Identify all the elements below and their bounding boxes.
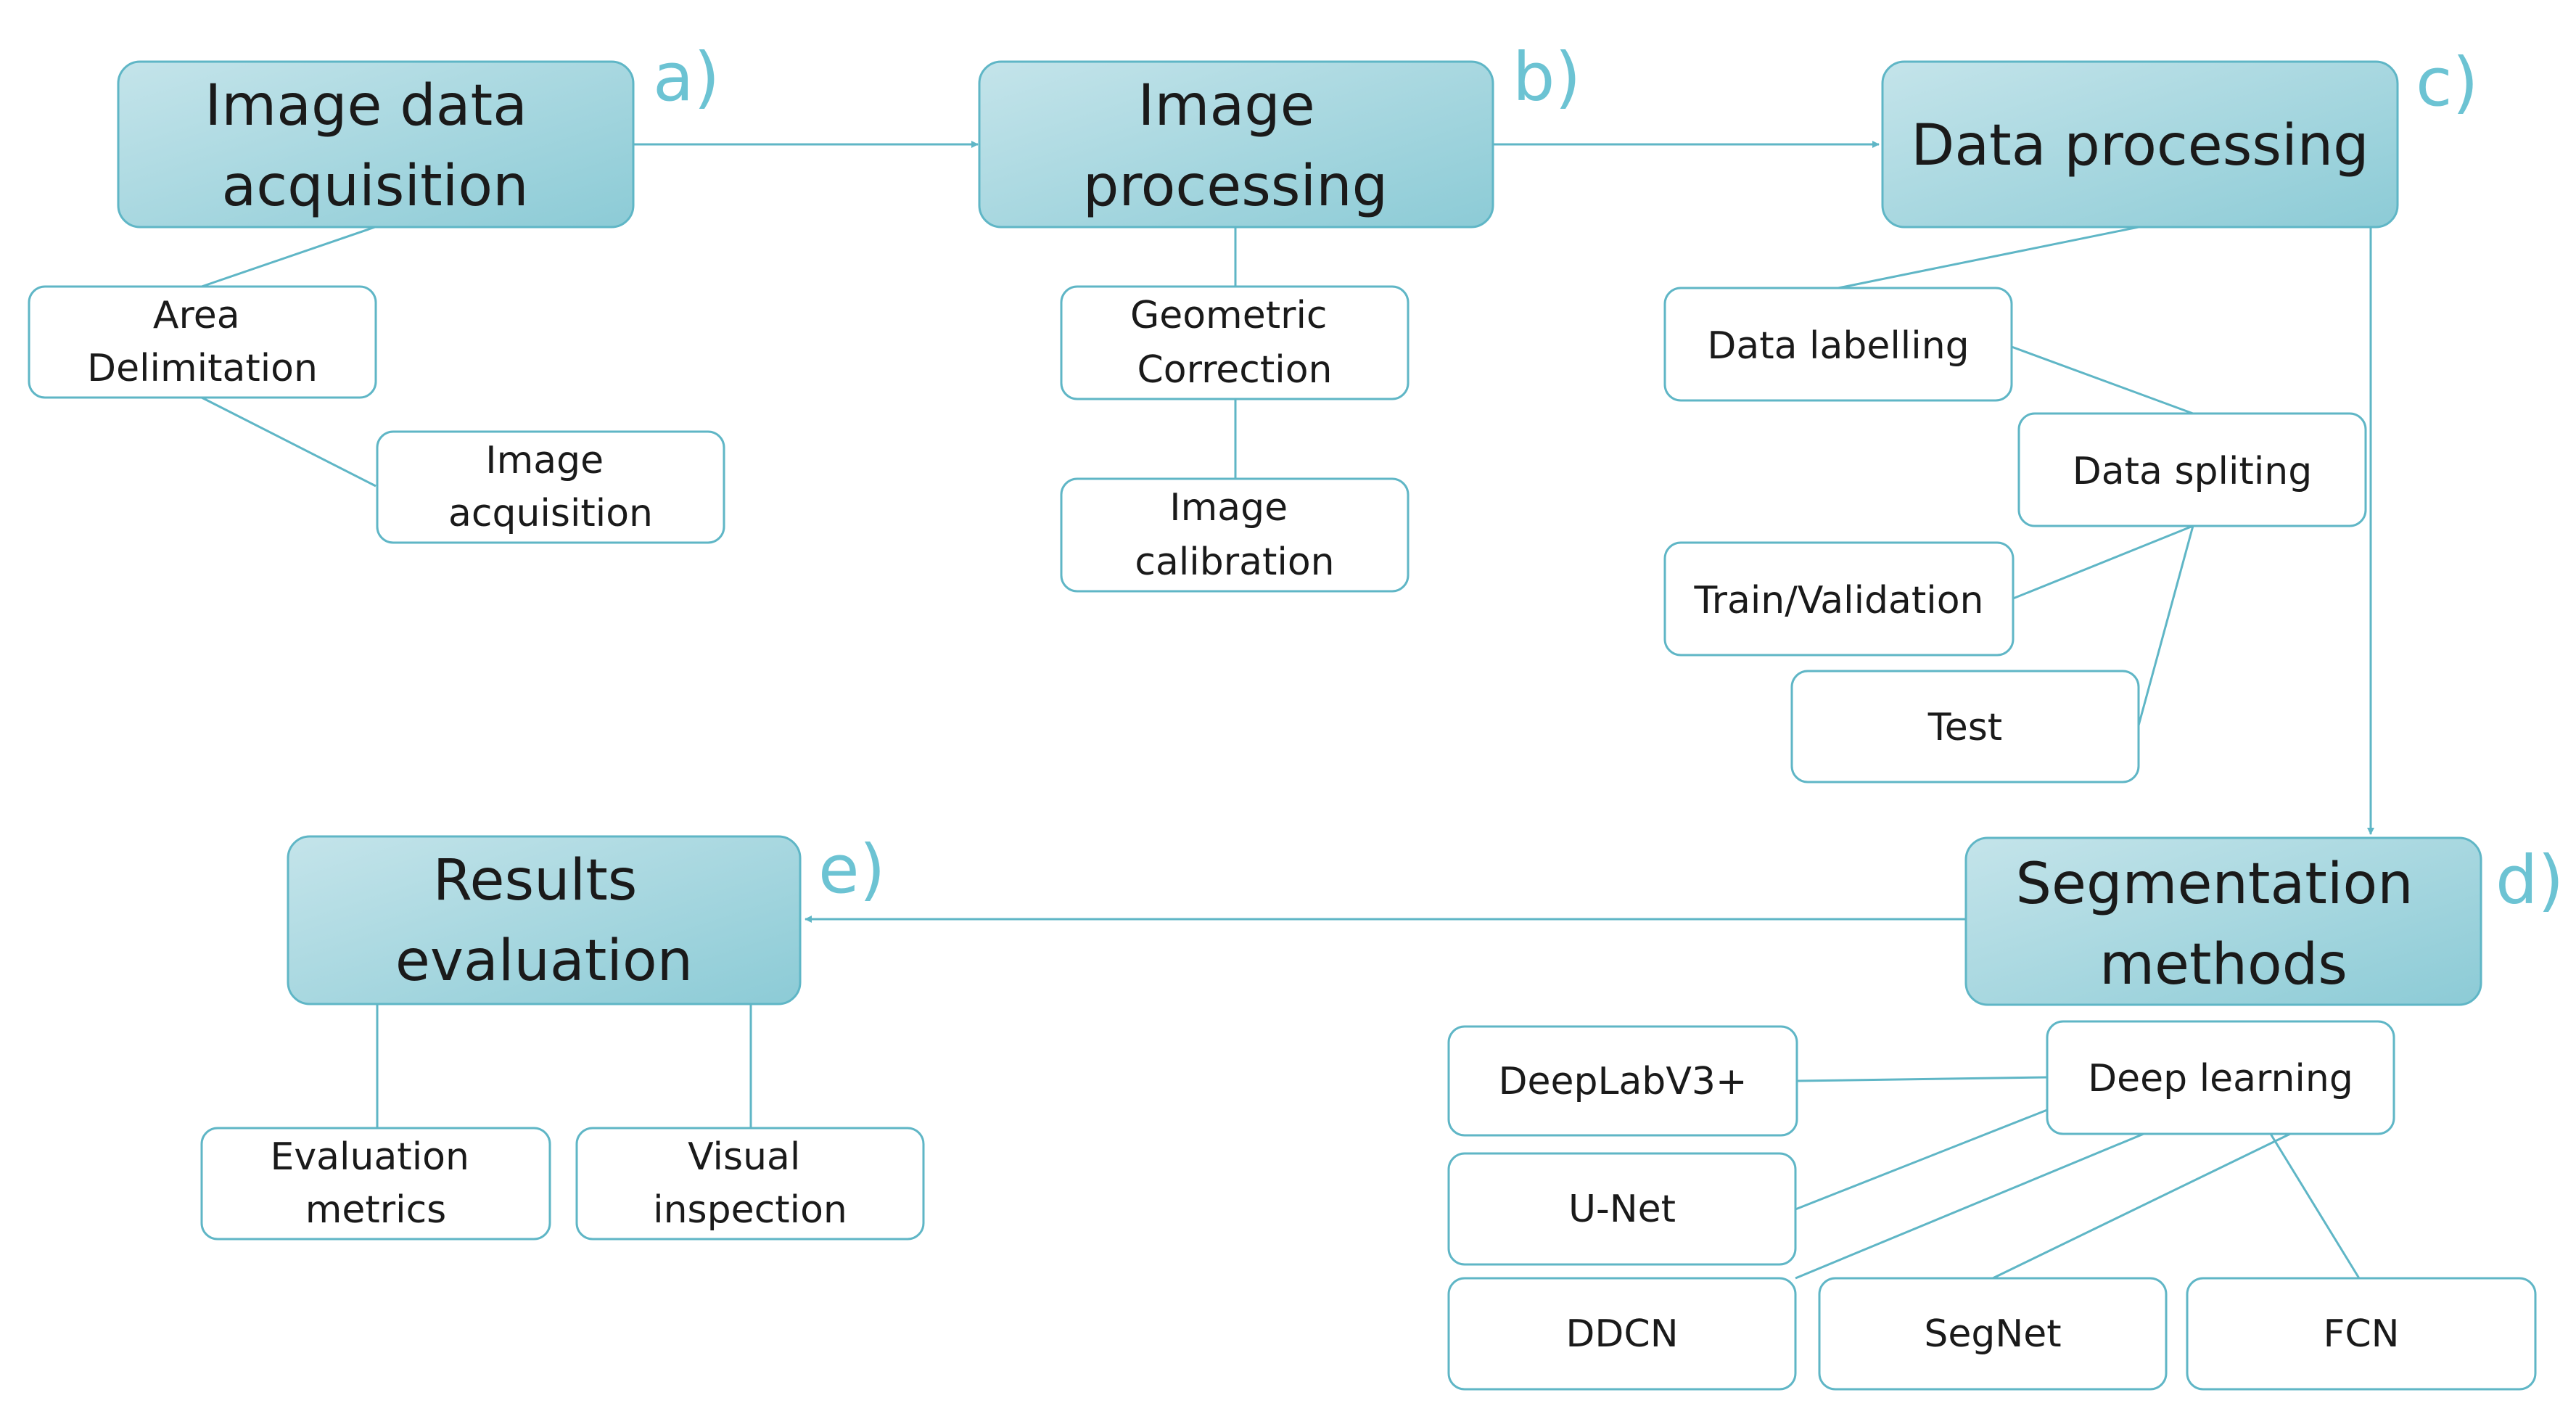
link-dl-fcn <box>2269 1133 2361 1279</box>
svg-text:U-Net: U-Net <box>1568 1188 1676 1231</box>
stage-e-label: Results evaluation <box>395 848 693 994</box>
sub-evaluation-metrics: Evaluation metrics <box>200 1127 551 1241</box>
link-dl-unet <box>1795 1108 2048 1211</box>
svg-text:Image calibration: Image calibration <box>1135 486 1334 584</box>
sub-segnet: SegNet <box>1818 1277 2168 1391</box>
stage-a-label: Image data acquisition <box>205 73 546 219</box>
stage-results-evaluation: Results evaluation <box>287 835 802 1005</box>
svg-text:FCN: FCN <box>2323 1312 2399 1356</box>
svg-text:Deep learning: Deep learning <box>2088 1057 2353 1101</box>
sub-data-spliting: Data spliting <box>2017 412 2367 527</box>
link-area-imageacq <box>201 396 376 488</box>
link-dl-deeplab <box>1796 1076 2048 1082</box>
link-a-area <box>201 226 376 288</box>
sub-test: Test <box>1790 670 2140 783</box>
stage-segmentation-methods: Segmentation methods <box>1964 836 2482 1006</box>
step-marker-c: c) <box>2416 44 2478 121</box>
sub-area-delimitation: Area Delimitation <box>28 285 377 399</box>
svg-text:Image acquisition: Image acquisition <box>448 439 653 535</box>
sub-fcn: FCN <box>2186 1277 2537 1391</box>
svg-text:SegNet: SegNet <box>1924 1312 2061 1356</box>
svg-text:Geometric Correction: Geometric Correction <box>1130 294 1339 392</box>
sub-image-acquisition: Image acquisition <box>376 430 725 544</box>
sub-visual-inspection: Visual inspection <box>575 1127 925 1241</box>
connectors <box>201 141 2374 1280</box>
sub-ddcn: DDCN <box>1447 1277 1797 1391</box>
stage-data-processing: Data processing <box>1881 60 2399 229</box>
step-marker-a: a) <box>653 38 720 116</box>
sub-unet: U-Net <box>1447 1152 1797 1266</box>
svg-text:DDCN: DDCN <box>1565 1312 1678 1356</box>
step-marker-d: d) <box>2495 842 2564 919</box>
svg-text:Train/Validation: Train/Validation <box>1693 579 1983 622</box>
sub-data-labelling: Data labelling <box>1663 287 2013 402</box>
link-dl-segnet <box>1992 1132 2291 1280</box>
svg-text:Visual inspection: Visual inspection <box>653 1135 847 1232</box>
sub-train-validation: Train/Validation <box>1663 541 2015 657</box>
svg-text:DeepLabV3+: DeepLabV3+ <box>1498 1060 1747 1103</box>
svg-text:Data labelling: Data labelling <box>1707 324 1969 368</box>
sub-deeplabv3: DeepLabV3+ <box>1447 1025 1798 1137</box>
link-spliting-test <box>2137 525 2194 726</box>
stage-image-processing: Image processing <box>978 60 1494 229</box>
link-c-labelling <box>1838 226 2139 289</box>
stage-image-data-acquisition: Image data acquisition <box>117 60 635 229</box>
step-marker-e: e) <box>818 831 886 908</box>
sub-image-calibration: Image calibration <box>1060 477 1410 593</box>
svg-text:Area Delimitation: Area Delimitation <box>87 294 318 390</box>
stage-b-label: Image processing <box>1083 73 1388 219</box>
stage-c-label: Data processing <box>1911 113 2369 178</box>
link-labelling-spliting <box>2011 345 2194 415</box>
step-marker-b: b) <box>1513 38 1581 116</box>
sub-deep-learning: Deep learning <box>2046 1020 2395 1135</box>
link-dl-ddcn <box>1795 1132 2144 1280</box>
svg-text:Test: Test <box>1927 706 2002 749</box>
svg-text:Evaluation metrics: Evaluation metrics <box>271 1135 482 1232</box>
stage-d-label: Segmentation methods <box>2015 852 2431 997</box>
link-spliting-trainval <box>2012 525 2194 600</box>
svg-text:Data spliting: Data spliting <box>2073 450 2312 493</box>
sub-geometric-correction: Geometric Correction <box>1060 285 1410 400</box>
